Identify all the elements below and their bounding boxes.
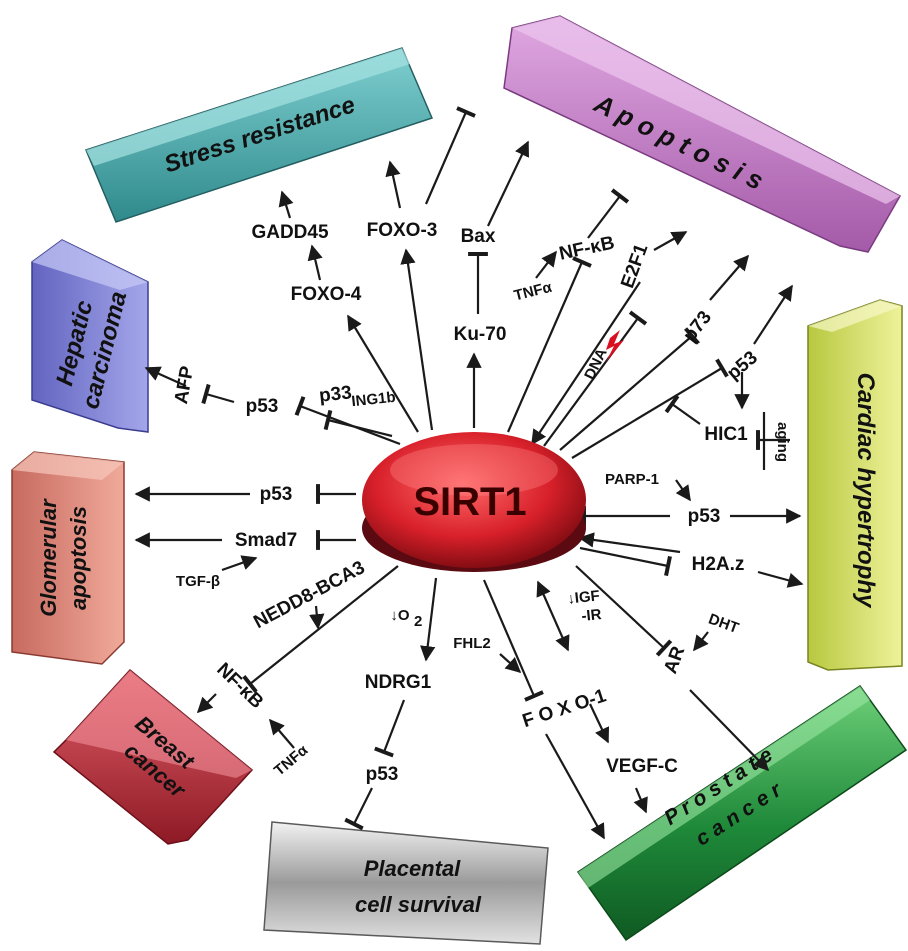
o2-sub-label: 2 — [414, 613, 422, 630]
fhl2-label: FHL2 — [453, 635, 491, 652]
bax-label: Bax — [461, 226, 496, 247]
edge-e2f1-apoptosis — [653, 231, 688, 251]
p53-apop-label: p53 — [723, 347, 762, 384]
edge-foxo3-stress — [385, 160, 402, 209]
cardiac-label: Cardiac hypertrophy — [852, 373, 879, 609]
edge-foxo3-apoptosis — [424, 106, 476, 205]
p53-plac-label: p53 — [366, 764, 399, 785]
hepatic-carcinoma-box: Hepatic carcinoma — [31, 239, 149, 433]
edge-afp-hepatic — [144, 366, 187, 388]
glomerular-label-2: apoptosis — [66, 506, 91, 610]
prostate-cancer-box: P r o s t a t e c a n c e r — [576, 684, 908, 942]
dna-label: DNA — [581, 346, 611, 383]
ku70-label: Ku-70 — [454, 324, 507, 345]
sirt1-hub: SIRT1 — [362, 432, 586, 572]
vegfc-label: VEGF-C — [606, 756, 678, 777]
edge-foxo1-prostate — [545, 733, 605, 840]
placental-label-2: cell survival — [355, 892, 482, 917]
edge-foxo4-gadd45 — [307, 244, 323, 281]
edge-ar-prostate — [689, 689, 770, 772]
edge-tnfa-nfkb-breast — [268, 718, 295, 749]
apoptosis-box: A p o p t o s i s — [503, 15, 902, 253]
foxo4-label: FOXO-4 — [291, 284, 362, 305]
gadd45-label: GADD45 — [251, 222, 329, 243]
nfkb-breast-label: NF-κB — [212, 659, 267, 713]
parp1-label: PARP-1 — [605, 471, 659, 488]
edge-sirt1-igf — [536, 580, 570, 652]
hic1-label: HIC1 — [704, 424, 748, 445]
edge-nfkb-apoptosis — [587, 188, 630, 239]
edge-ndrg1-p53 — [374, 699, 406, 758]
edge-tgfb-smad7 — [221, 555, 258, 572]
edge-foxo1-vegfc — [589, 703, 610, 744]
glomerular-label-1: Glomerular — [36, 498, 61, 617]
p33-sub-label: ING1b — [351, 389, 397, 411]
edge-p53-afp — [201, 383, 235, 405]
o2-label: ↓O — [390, 607, 410, 624]
edge-bax-apoptosis — [487, 140, 529, 227]
nedd8-label: NEDD8-BCA3 — [250, 557, 368, 633]
edge-vegfc-prostate — [633, 787, 648, 814]
edge-fhl2-foxo1 — [499, 653, 522, 674]
sirt1-label: SIRT1 — [413, 480, 526, 524]
edge-sirt1-p53-apop — [571, 358, 729, 459]
tnfa-top-label: TNFα — [512, 279, 554, 305]
h2az-label: H2A.z — [692, 554, 745, 575]
ndrg1-label: NDRG1 — [365, 672, 432, 693]
edge-dht-ar — [693, 631, 709, 652]
breast-cancer-box: Breast cancer — [52, 668, 254, 845]
placental-label-1: Placental — [364, 856, 461, 881]
edge-sirt1-foxo3 — [400, 248, 434, 431]
edge-sirt1-h2az — [579, 546, 672, 577]
edge-sirt1-ndrg1 — [420, 577, 438, 662]
nfkb-top-label: NF-κB — [557, 233, 616, 265]
dna-damage-icon — [606, 330, 624, 362]
edge-nfkb-breast — [196, 693, 217, 714]
p53-card-label: p53 — [688, 506, 721, 527]
edge-sirt1-foxo1 — [482, 579, 544, 702]
edge-p53-placental — [344, 787, 373, 831]
p73-label: p73 — [679, 307, 716, 346]
edge-sirt1-p73 — [559, 327, 700, 451]
p53-hep-label: p53 — [246, 396, 279, 417]
edge-gadd45-stress — [278, 190, 294, 219]
placental-cell-survival-box: Placental cell survival — [263, 821, 549, 945]
p53-glom-label: p53 — [260, 484, 293, 505]
igf-label: ↓IGF — [566, 587, 600, 607]
edge-sirt1-foxo4 — [347, 314, 419, 433]
tnfa-breast-label: TNFα — [271, 741, 312, 779]
smad7-label: Smad7 — [235, 530, 297, 551]
edge-hic1-sirt1 — [664, 394, 701, 425]
igf-ir-label: -IR — [581, 606, 603, 625]
e2f1-label: E2F1 — [617, 241, 652, 291]
dht-label: DHT — [706, 611, 741, 638]
edge-h2az-cardiac — [757, 570, 804, 588]
aging-label: aging — [774, 422, 791, 462]
edge-sirt1-nfkb — [506, 256, 592, 433]
edge-p53-apoptosis — [753, 284, 793, 345]
edge-tnfa-nfkb — [535, 250, 557, 279]
edge-p73-apoptosis — [709, 254, 750, 301]
edge-e2f1-sirt1 — [531, 281, 641, 446]
edge-sirt1-ar — [575, 565, 673, 657]
p33-label: p33 — [318, 382, 353, 406]
edges — [134, 106, 804, 840]
edge-sirt1-e2f1 — [543, 310, 648, 447]
afp-label: AFP — [171, 364, 198, 405]
cardiac-hypertrophy-box: Cardiac hypertrophy — [807, 299, 903, 671]
tgfb-label: TGF-β — [176, 573, 220, 590]
stress-resistance-box: Stress resistance — [84, 47, 434, 223]
foxo3-label: FOXO-3 — [367, 220, 438, 241]
edge-parp1-p53 — [675, 479, 691, 502]
glomerular-apoptosis-box: Glomerular apoptosis — [11, 451, 125, 665]
edge-nedd8-down — [309, 605, 325, 630]
edge-sirt1-p33 — [323, 409, 393, 438]
ar-label: AR — [660, 643, 689, 676]
edge-h2az-sirt1 — [578, 532, 681, 554]
